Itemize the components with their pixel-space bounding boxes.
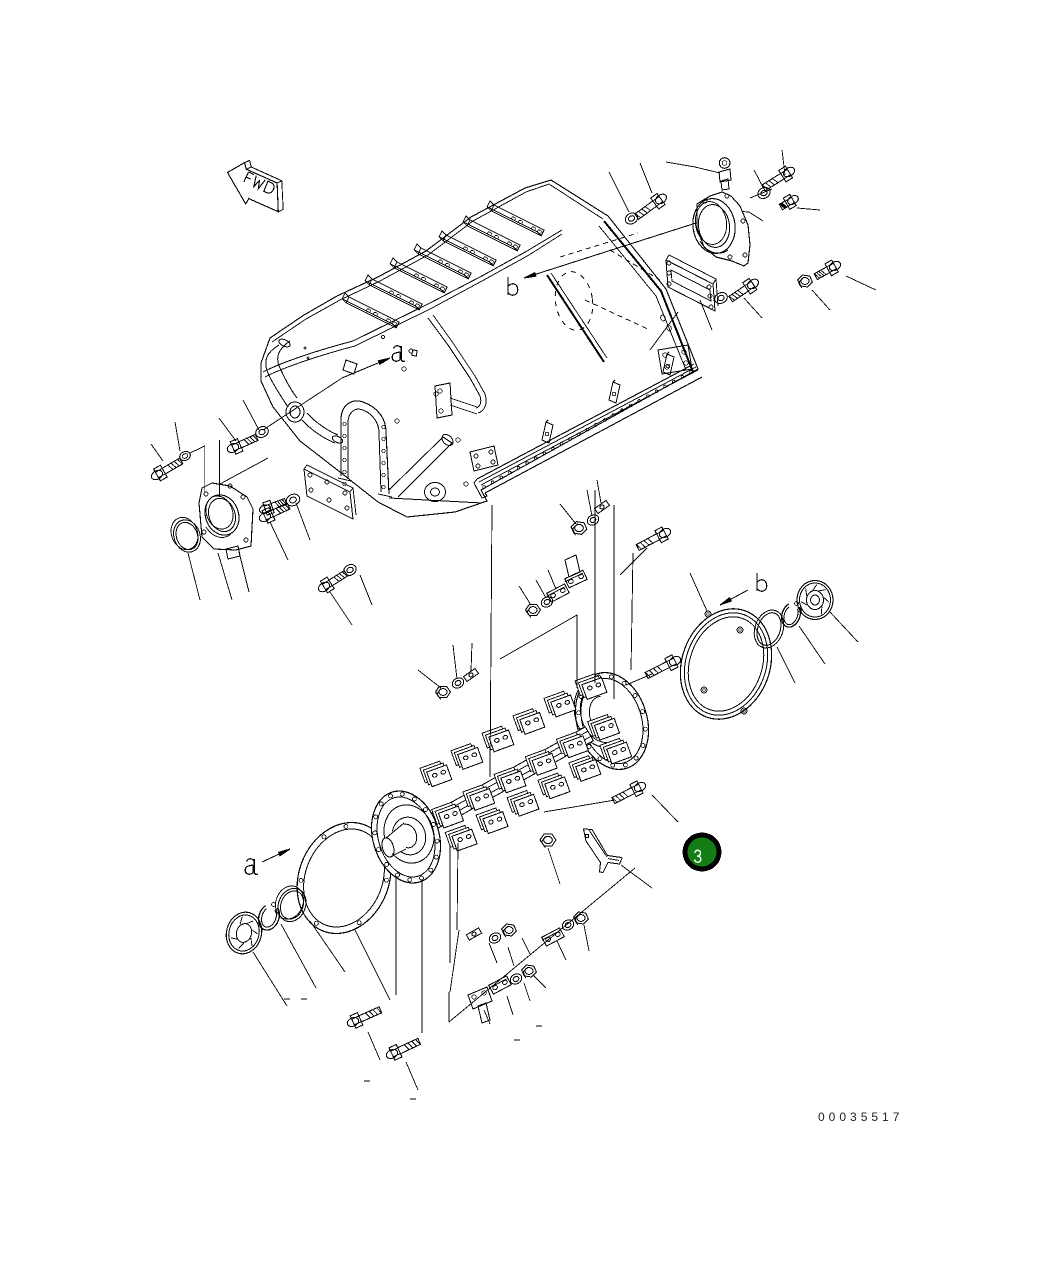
svg-text:00035517: 00035517 [818,1110,903,1124]
